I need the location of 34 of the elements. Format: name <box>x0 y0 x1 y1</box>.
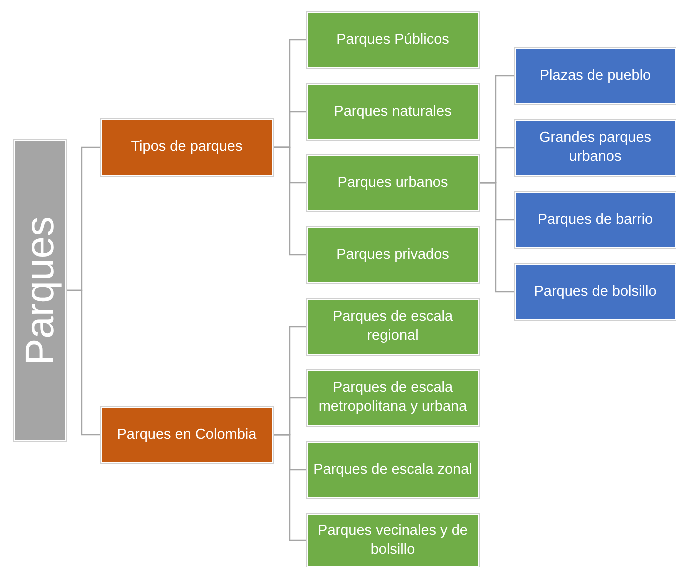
node-label: Parques de escala zonal <box>312 460 474 480</box>
category-box <box>307 514 479 567</box>
node-label: Parques Públicos <box>336 30 450 50</box>
category-box <box>307 12 479 68</box>
category-box <box>515 120 676 176</box>
category-box <box>515 192 676 248</box>
node-label: Grandes parques urbanos <box>538 129 653 167</box>
category-box <box>101 407 273 463</box>
category-box <box>307 442 479 498</box>
node-label: Parques <box>17 216 63 365</box>
node-label: Parques de barrio <box>536 210 654 230</box>
category-box <box>101 119 273 176</box>
root-box <box>14 140 66 441</box>
category-box <box>307 370 479 426</box>
category-box <box>307 299 479 355</box>
node-label: Parques naturales <box>333 102 453 122</box>
category-box <box>515 48 676 104</box>
connector-line <box>479 182 515 293</box>
node-label: Parques privados <box>336 246 450 264</box>
connector-line <box>273 146 307 256</box>
connector-line <box>273 434 307 542</box>
node-label: Plazas de pueblo <box>538 66 652 86</box>
node-label: Tipos de parques <box>130 138 244 157</box>
category-box <box>307 84 479 140</box>
category-box <box>307 155 479 211</box>
category-box <box>515 264 676 320</box>
node-label: Parques de escala metropolitana y urbana <box>318 379 468 417</box>
category-box <box>307 227 479 283</box>
node-label: Parques en Colombia <box>116 426 258 444</box>
node-label: Parques de escala regional <box>332 308 454 346</box>
node-label: Parques urbanos <box>336 174 450 192</box>
connector-line <box>66 290 101 436</box>
node-label: Parques vecinales y de bolsillo <box>317 522 469 560</box>
node-label: Parques de bolsillo <box>533 282 658 302</box>
